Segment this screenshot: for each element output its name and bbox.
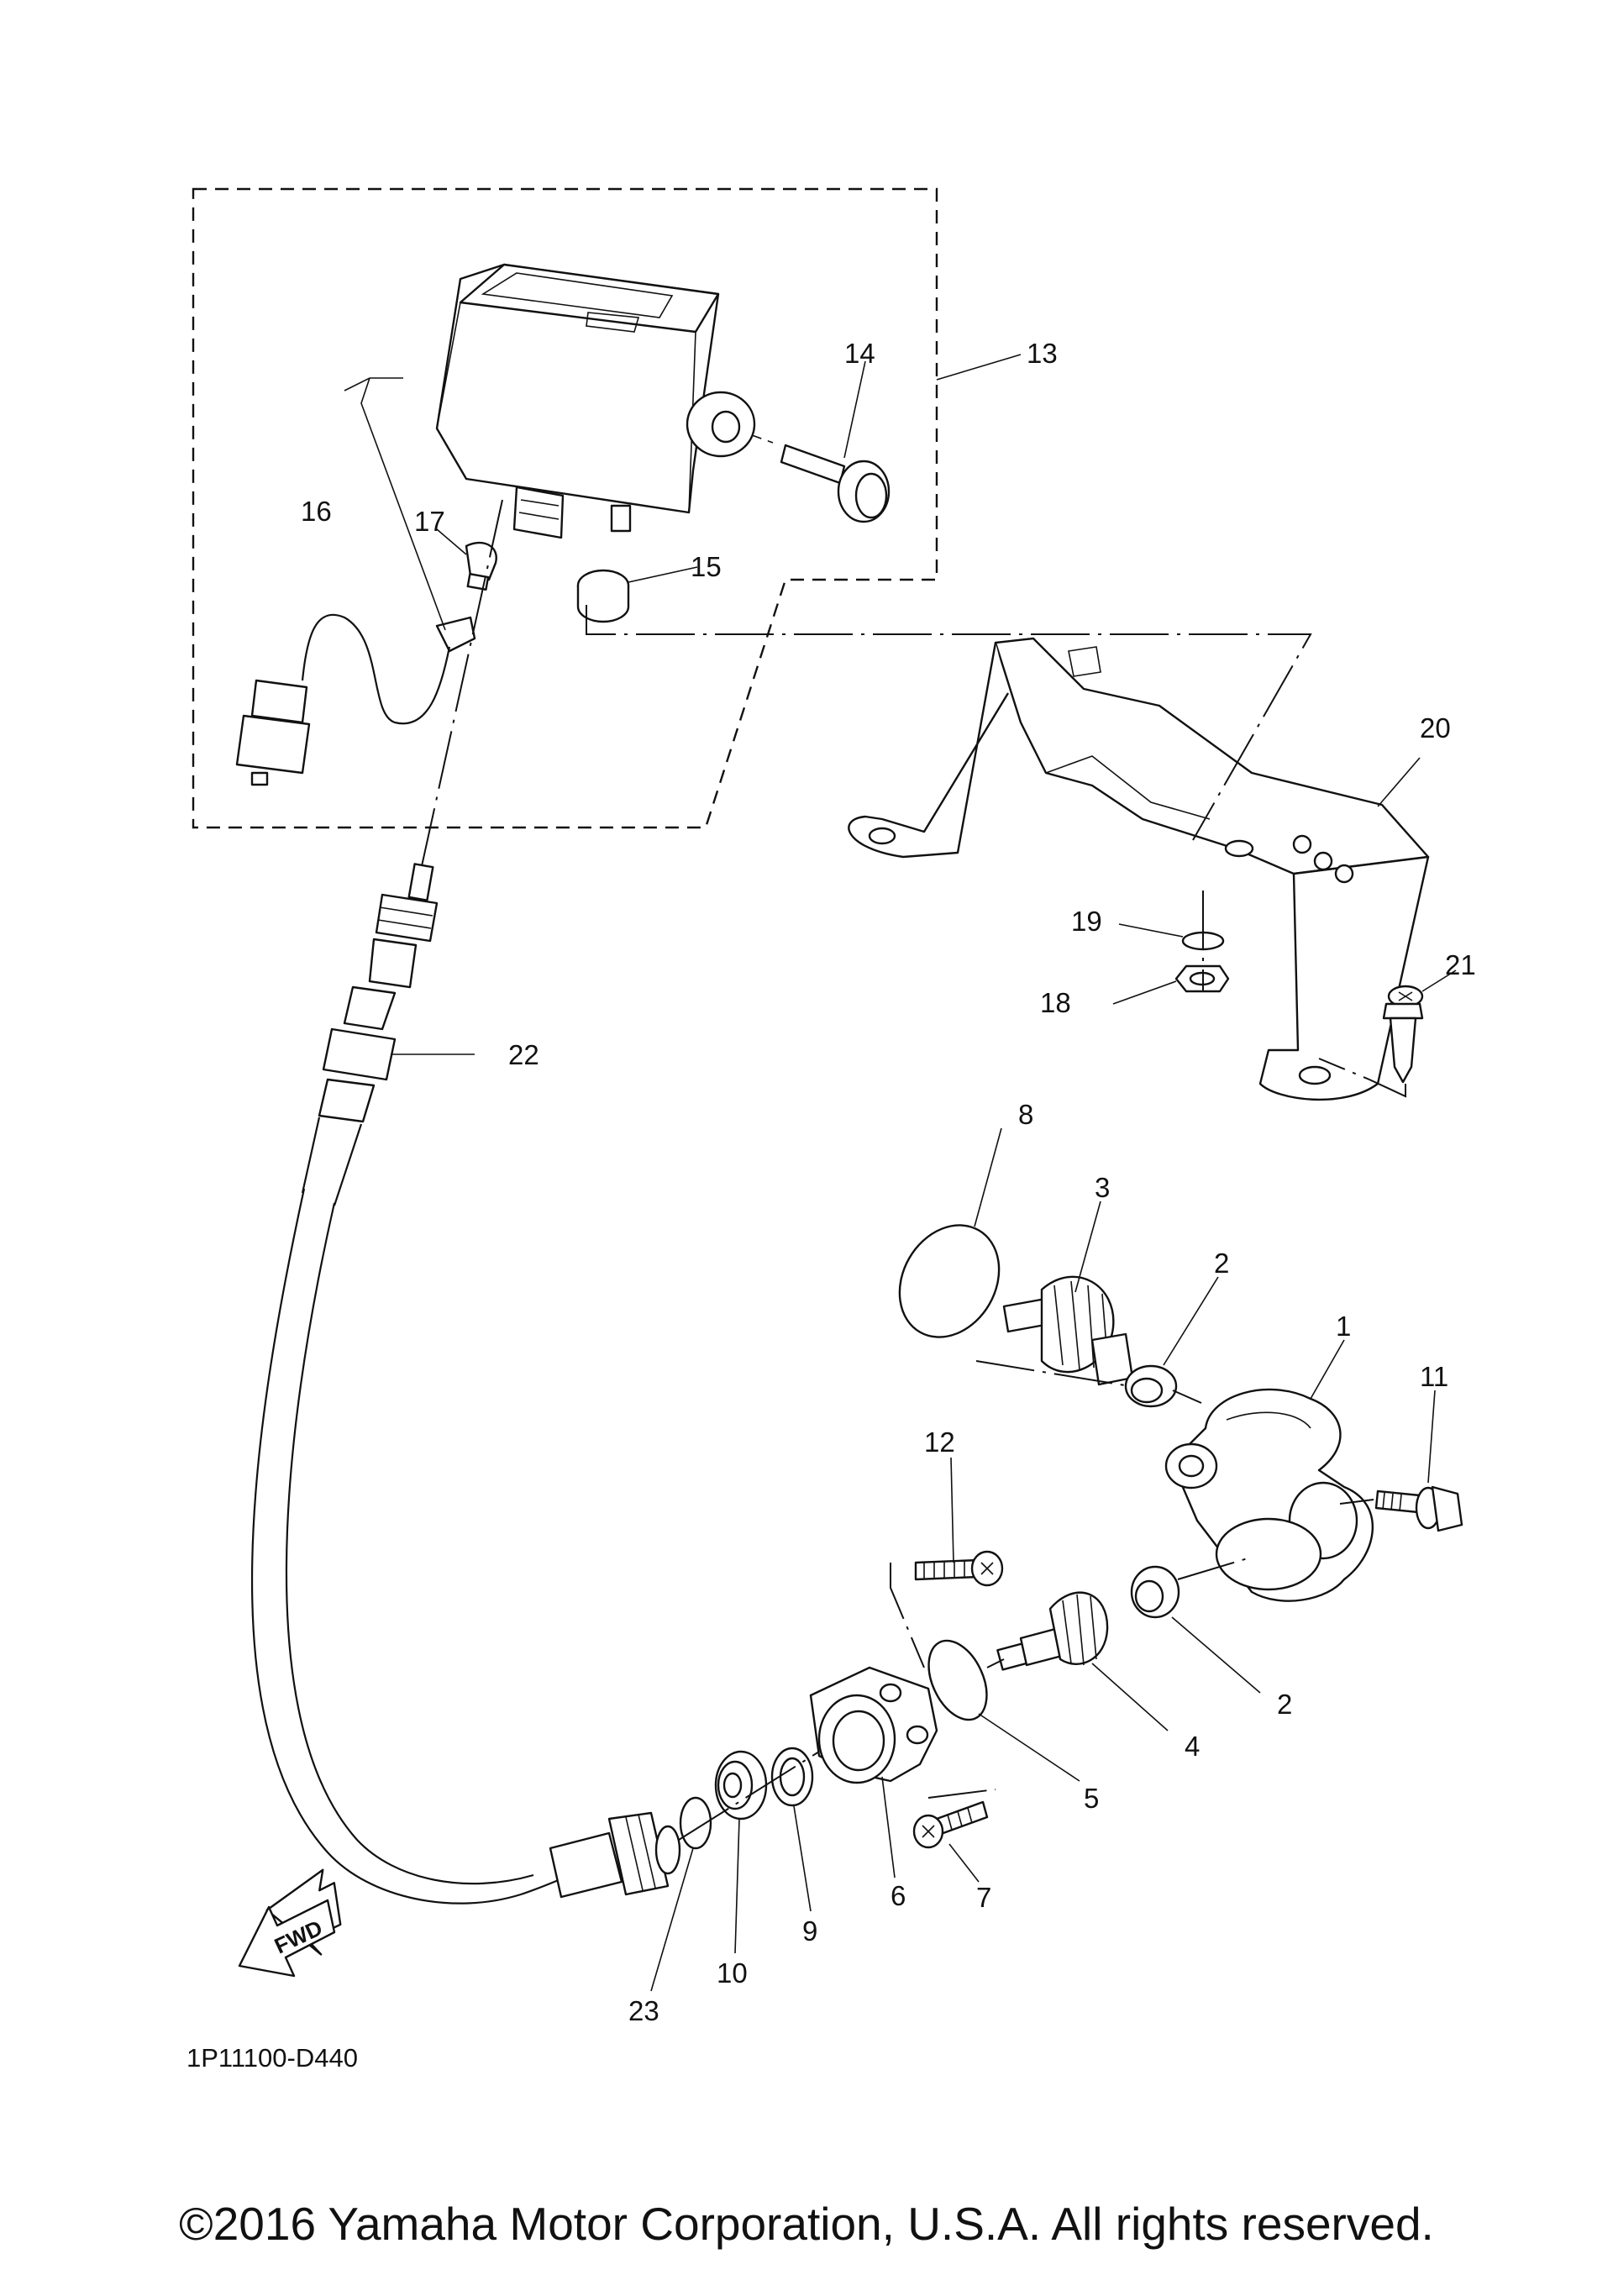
flange-bolt bbox=[1374, 1485, 1463, 1532]
meter-bracket bbox=[848, 637, 1430, 1101]
callout-17: 17 bbox=[414, 506, 445, 537]
callout-2-upper: 2 bbox=[1214, 1248, 1229, 1279]
callout-21: 21 bbox=[1445, 949, 1476, 980]
drawing-code: 1P11100-D440 bbox=[187, 2043, 358, 2073]
o-ring-large bbox=[898, 1224, 1001, 1338]
bushing-upper bbox=[1124, 1364, 1178, 1408]
callout-15: 15 bbox=[691, 551, 722, 582]
callout-10: 10 bbox=[717, 1957, 748, 1989]
callout-22: 22 bbox=[508, 1039, 539, 1070]
callout-19: 19 bbox=[1071, 906, 1102, 937]
trip-reset-knob bbox=[751, 434, 891, 523]
speedometer-cable bbox=[250, 863, 681, 1905]
callout-9: 9 bbox=[802, 1915, 817, 1947]
fwd-arrow-icon: FWD bbox=[238, 1868, 342, 1978]
callout-labels: 13 14 15 16 17 20 19 18 21 22 8 3 2 1 11… bbox=[301, 338, 1476, 2026]
callout-18: 18 bbox=[1040, 987, 1071, 1018]
callout-11: 11 bbox=[1420, 1361, 1448, 1392]
callout-20: 20 bbox=[1420, 712, 1451, 743]
meter-assembly-group bbox=[192, 187, 938, 829]
callout-2-lower: 2 bbox=[1277, 1689, 1292, 1720]
pan-screw-lower bbox=[912, 1800, 989, 1849]
oil-seal bbox=[714, 1750, 768, 1821]
callout-3: 3 bbox=[1095, 1172, 1110, 1203]
pan-screw-upper bbox=[914, 1550, 1004, 1587]
alignment-lines bbox=[419, 499, 1406, 1841]
callout-1: 1 bbox=[1336, 1311, 1351, 1342]
bushing-lower bbox=[1130, 1565, 1180, 1619]
gear-housing bbox=[1164, 1388, 1374, 1602]
grommet bbox=[576, 569, 630, 623]
callout-4: 4 bbox=[1185, 1731, 1200, 1762]
o-ring-small bbox=[927, 1639, 988, 1721]
callout-14: 14 bbox=[844, 338, 875, 369]
bulb-socket-cord bbox=[235, 613, 476, 786]
callout-5: 5 bbox=[1084, 1783, 1099, 1814]
callout-7: 7 bbox=[976, 1882, 991, 1913]
callout-8: 8 bbox=[1018, 1099, 1033, 1130]
callout-16: 16 bbox=[301, 496, 332, 527]
callout-23: 23 bbox=[628, 1995, 659, 2026]
panel-rivet bbox=[1382, 985, 1424, 1084]
callout-12: 12 bbox=[924, 1426, 955, 1458]
speedometer-unit bbox=[435, 263, 756, 539]
leader-lines bbox=[344, 354, 1457, 1992]
driven-gear bbox=[996, 1591, 1109, 1671]
cable-joint-housing bbox=[809, 1666, 938, 1784]
copyright-notice: ©2016 Yamaha Motor Corporation, U.S.A. A… bbox=[179, 2198, 1434, 2250]
drive-gear bbox=[1002, 1275, 1134, 1386]
o-ring-cable bbox=[679, 1796, 712, 1850]
callout-6: 6 bbox=[891, 1880, 906, 1911]
callout-13: 13 bbox=[1027, 338, 1058, 369]
washer bbox=[770, 1747, 814, 1807]
